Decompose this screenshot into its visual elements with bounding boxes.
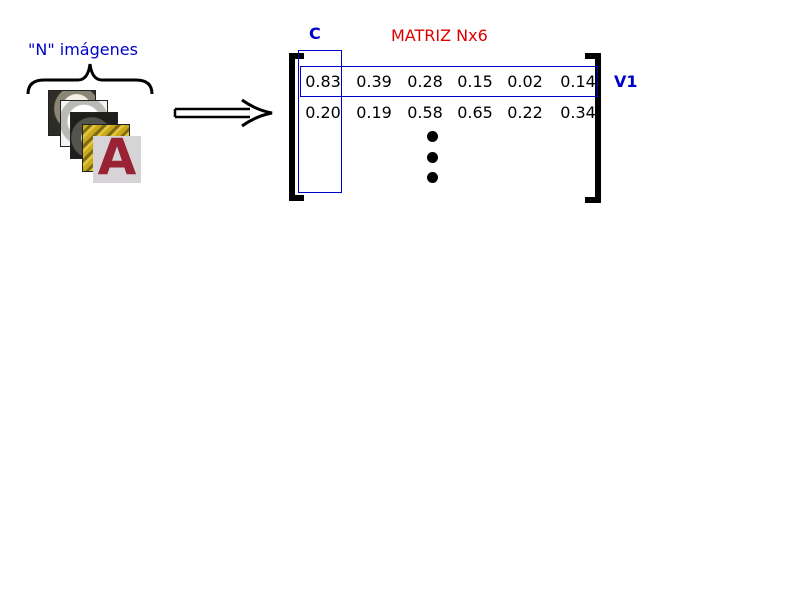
matrix-cell: 0.83	[305, 72, 341, 91]
column-label: C	[309, 24, 321, 43]
matrix-cell: 0.34	[560, 103, 596, 122]
row-label: V1	[614, 72, 638, 91]
matrix-cell: 0.02	[507, 72, 543, 91]
ellipsis-dot	[427, 131, 438, 142]
matrix-cell: 0.20	[305, 103, 341, 122]
left-bracket-icon	[289, 53, 304, 201]
column-highlight-box	[298, 50, 342, 193]
matrix-cell: 0.58	[407, 103, 443, 122]
thumbnail-letter: A	[97, 136, 137, 183]
matrix-cell: 0.15	[457, 72, 493, 91]
matrix-title: MATRIZ Nx6	[391, 26, 488, 45]
matrix-cell: 0.14	[560, 72, 596, 91]
matrix-cell: 0.19	[356, 103, 392, 122]
row-highlight-box	[300, 66, 598, 97]
matrix-cell: 0.28	[407, 72, 443, 91]
letter-a-thumbnail: A	[93, 136, 141, 183]
matrix-cell: 0.39	[356, 72, 392, 91]
images-label: "N" imágenes	[28, 40, 138, 59]
ellipsis-dot	[427, 152, 438, 163]
matrix-cell: 0.65	[457, 103, 493, 122]
double-right-arrow-icon	[173, 98, 273, 128]
right-bracket-icon	[585, 53, 601, 203]
matrix-cell: 0.22	[507, 103, 543, 122]
ellipsis-dot	[427, 172, 438, 183]
curly-brace-icon	[26, 63, 154, 95]
